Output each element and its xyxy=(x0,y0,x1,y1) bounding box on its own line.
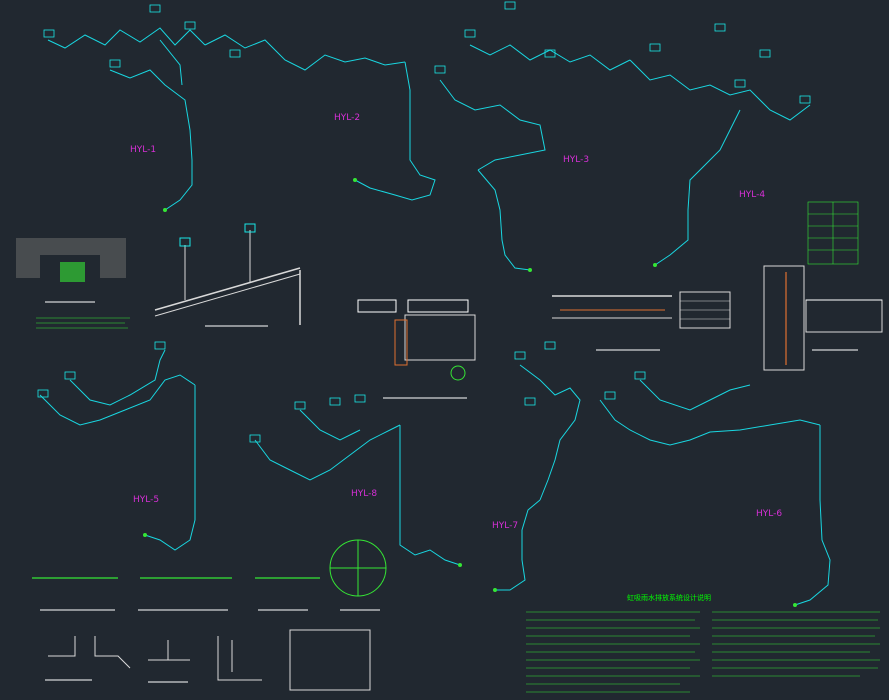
detail-gutter-section xyxy=(16,238,130,329)
riser-network-hyl-1-2 xyxy=(47,27,436,211)
detail-bottom-row xyxy=(32,539,387,691)
roof-drain-symbols xyxy=(37,1,811,443)
detail-roof-pipe xyxy=(552,291,731,351)
system-label-hyl-6: HYL-6 xyxy=(756,509,782,519)
system-label-hyl-2: HYL-2 xyxy=(334,113,360,123)
system-label-hyl-3: HYL-3 xyxy=(563,155,589,165)
riser-network-hyl-5 xyxy=(39,349,196,551)
riser-network-hyl-8 xyxy=(254,409,461,566)
riser-network-hyl-3-4 xyxy=(439,44,811,271)
system-label-hyl-5: HYL-5 xyxy=(133,495,159,505)
detail-wall-section xyxy=(763,265,883,371)
system-label-hyl-7: HYL-7 xyxy=(492,521,518,531)
system-label-hyl-1: HYL-1 xyxy=(130,145,156,155)
legend-table xyxy=(807,201,859,265)
detail-connection xyxy=(357,299,476,399)
system-label-hyl-8: HYL-8 xyxy=(351,489,377,499)
riser-network-hyl-6-7 xyxy=(495,364,831,606)
system-label-hyl-4: HYL-4 xyxy=(739,190,765,200)
notes-title: 虹吸雨水排放系统设计说明 xyxy=(627,593,711,602)
outfall-markers xyxy=(143,178,797,607)
design-notes: 虹吸雨水排放系统设计说明 xyxy=(526,593,880,693)
detail-sloped-pipe xyxy=(154,223,301,327)
